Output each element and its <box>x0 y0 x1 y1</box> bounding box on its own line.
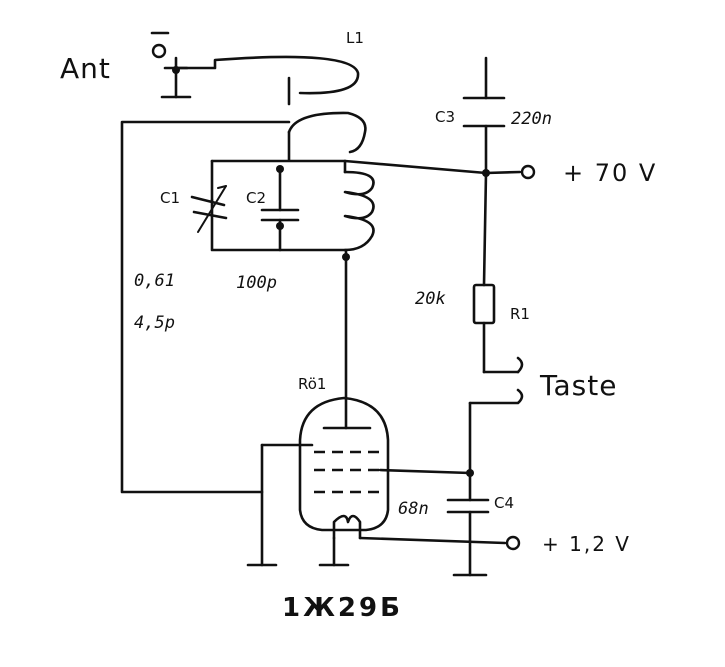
antenna-label: Ant <box>60 52 111 85</box>
inductor-L1: L1 <box>287 29 367 162</box>
capacitor-C3: C3 220n <box>435 56 552 175</box>
resistor-R1: 20k R1 <box>415 171 530 374</box>
C4-value: 68n <box>398 499 429 519</box>
C1-value-line2: 4,5p <box>134 313 175 333</box>
antenna-terminal <box>151 43 167 59</box>
plus12-label: + 1,2 V <box>542 532 631 556</box>
tank-circuit: C1 0,61 4,5p C2 100p <box>134 159 488 430</box>
key-label: Taste <box>539 369 617 402</box>
plus70-terminal <box>520 164 536 180</box>
tube-ref: Rö1 <box>298 375 326 393</box>
plus12-terminal <box>505 535 521 551</box>
L1-ref: L1 <box>346 29 364 47</box>
C2-ref: C2 <box>246 189 266 207</box>
loop-wire <box>120 120 291 494</box>
tube-Ro1: Rö1 1Ж29Б <box>246 375 507 623</box>
plus70-label: + 70 V <box>563 159 657 187</box>
C4-ref: C4 <box>494 494 514 512</box>
C1-ref: C1 <box>160 189 180 207</box>
C3-value: 220n <box>511 109 552 129</box>
key-switch: Taste <box>468 356 617 475</box>
tube-type: 1Ж29Б <box>282 593 403 623</box>
antenna: Ant <box>60 31 360 99</box>
R1-ref: R1 <box>510 305 530 323</box>
C1-value-line1: 0,61 <box>134 271 175 291</box>
capacitor-C4: 68n C4 <box>398 469 514 577</box>
R1-value: 20k <box>415 289 446 309</box>
C2-value: 100p <box>236 273 277 293</box>
C3-ref: C3 <box>435 108 455 126</box>
